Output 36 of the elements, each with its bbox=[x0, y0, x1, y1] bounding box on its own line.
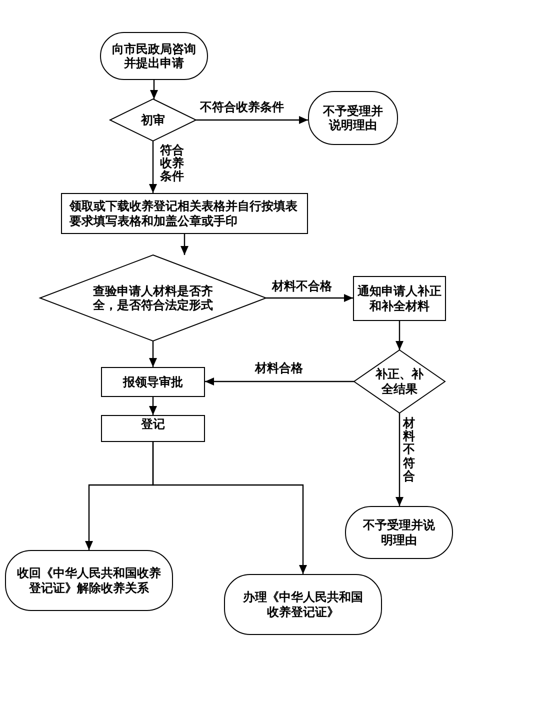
process-box bbox=[353, 276, 446, 321]
step-text: 向市民政局咨询并提出申请 bbox=[112, 42, 196, 70]
arrow bbox=[152, 442, 307, 574]
arrow bbox=[150, 80, 158, 99]
arrow bbox=[205, 378, 354, 386]
arrow bbox=[396, 413, 404, 506]
step-text: 办理《中华人民共和国收养登记证》 bbox=[242, 590, 364, 619]
process-box bbox=[101, 367, 205, 397]
arrow bbox=[149, 141, 157, 193]
step-text: 收回《中华人民共和国收养登记证》解除收养关系 bbox=[16, 566, 162, 595]
step-text: 不予受理并说明理由 bbox=[362, 518, 436, 547]
step-text: 通知申请人补正和补全材料 bbox=[358, 284, 442, 313]
step-text: 报领导审批 bbox=[122, 374, 184, 390]
terminal-box bbox=[224, 574, 382, 635]
step-text: 查验申请人材料是否齐全，是否符合法定形式 bbox=[93, 284, 213, 312]
process-box bbox=[101, 415, 205, 442]
terminal-box bbox=[345, 506, 453, 559]
edge-label: 材料不符合 bbox=[403, 417, 415, 483]
arrow bbox=[180, 234, 188, 255]
terminal-box bbox=[5, 550, 173, 611]
step-text: 初审 bbox=[140, 112, 166, 128]
terminal-box bbox=[308, 91, 398, 145]
step-text: 不予受理并说明理由 bbox=[322, 104, 384, 132]
step-text: 领取或下载收养登记相关表格并自行按填表要求填写表格和加盖公章或手印 bbox=[70, 199, 298, 228]
arrow bbox=[149, 397, 157, 415]
decision-diamond bbox=[40, 255, 266, 341]
arrow bbox=[266, 294, 353, 302]
arrow bbox=[149, 341, 157, 367]
decision-diamond bbox=[354, 350, 445, 413]
process-box bbox=[61, 193, 308, 234]
arrow bbox=[196, 116, 308, 124]
terminal-box bbox=[100, 32, 208, 80]
arrow bbox=[396, 321, 404, 350]
step-text: 登记 bbox=[140, 417, 166, 432]
decision-diamond bbox=[110, 99, 196, 141]
step-text: 补正、补全结果 bbox=[374, 367, 424, 396]
